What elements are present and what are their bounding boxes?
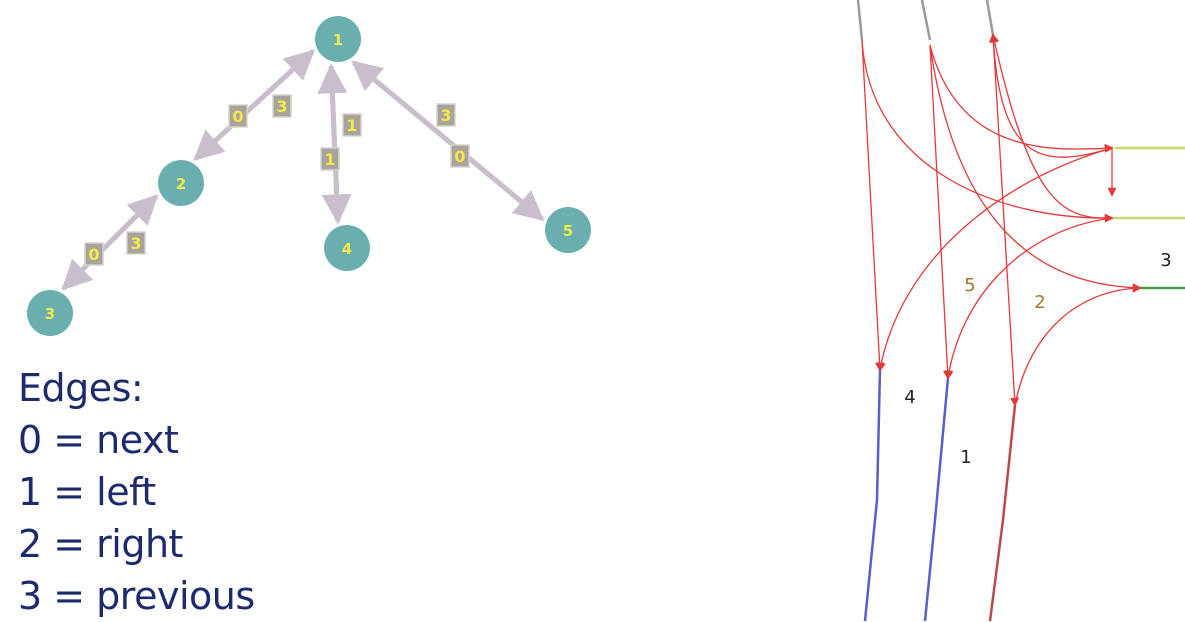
node-circle [545,207,591,253]
edge-label-box [126,231,146,255]
graph-edge-label: 3 [126,231,146,255]
graph-node-5: 5 [545,207,591,253]
lane-north-1 [856,0,864,41]
graph-nodes: 1 2 3 4 5 [27,16,591,336]
lane-north-2 [920,0,932,41]
edge-label-text: 3 [440,106,451,125]
node-circle [324,225,370,271]
node-circle [27,290,73,336]
edge-label-box [342,113,362,137]
lane-connector [861,39,1114,223]
road-lane-labels: 4 1 3 5 2 [904,250,1171,468]
node-label: 2 [176,175,186,193]
graph-edge-label: 0 [228,104,248,128]
node-label: 5 [563,222,573,240]
graph-edge-label: 3 [436,103,456,127]
road-connectors [861,33,1142,407]
edge-label-text: 0 [454,147,465,166]
graph-edge [317,63,348,222]
lane-connector [876,147,1113,372]
lane-connector [1014,283,1142,406]
lane-1-segment [923,377,950,621]
legend-item-right: 2 = right [18,522,183,566]
road-label-4: 4 [904,387,915,408]
lane-connector [929,44,953,380]
lane-connector [929,44,1142,293]
edge-label-text: 3 [276,97,287,116]
node-label: 4 [342,240,352,258]
edge-label-box [272,94,292,118]
edge-legend: Edges: 0 = next 1 = left 2 = right 3 = p… [18,362,255,622]
node-circle [158,160,204,206]
edge-label-text: 1 [346,116,357,135]
lane-connector [861,39,885,372]
lane-connector [944,217,1113,380]
graph-edge [61,194,159,291]
road-label-3: 3 [1160,250,1171,271]
edge-label-text: 3 [130,234,141,253]
lane-connector [990,33,1113,219]
edge-label-box [228,104,248,128]
lane-4-segment [863,369,882,621]
graph-edge-label: 0 [84,242,104,266]
graph-node-2: 2 [158,160,204,206]
legend-title: Edges: [18,366,144,410]
edge-label-box [84,242,104,266]
road-label-2: 2 [1034,292,1045,313]
graph-edge-label: 1 [342,113,362,137]
graph-edge-label: 3 [272,94,292,118]
edge-label-box [436,103,456,127]
road-lanes [856,0,1185,621]
node-label: 1 [333,31,343,49]
edge-label-box [320,147,340,171]
lane-approach-segment [988,404,1017,621]
edge-label-text: 1 [324,150,335,169]
graph-edge-label: 1 [320,147,340,171]
graph-node-3: 3 [27,290,73,336]
road-label-5: 5 [964,275,975,296]
graph-edges [61,49,545,291]
road-lane-map: 4 1 3 5 2 [856,0,1185,621]
node-label: 3 [45,305,55,323]
lane-north-3 [985,0,995,36]
legend-item-previous: 3 = previous [18,574,255,618]
graph-node-4: 4 [324,225,370,271]
legend-item-next: 0 = next [18,418,179,462]
node-circle [315,16,361,62]
edge-label-text: 0 [232,107,243,126]
lane-connector [992,34,1020,407]
graph-edge [193,49,315,161]
road-label-1: 1 [960,447,971,468]
graph-node-1: 1 [315,16,361,62]
edge-label-text: 0 [88,245,99,264]
graph-edge-labels: 0 3 0 3 11 0 3 [84,94,470,266]
lane-connector [929,44,1114,153]
graph-edge [351,60,544,221]
graph-edge-label: 0 [450,144,470,168]
edge-label-box [450,144,470,168]
legend-item-left: 1 = left [18,470,156,514]
lane-connector [988,33,1113,158]
